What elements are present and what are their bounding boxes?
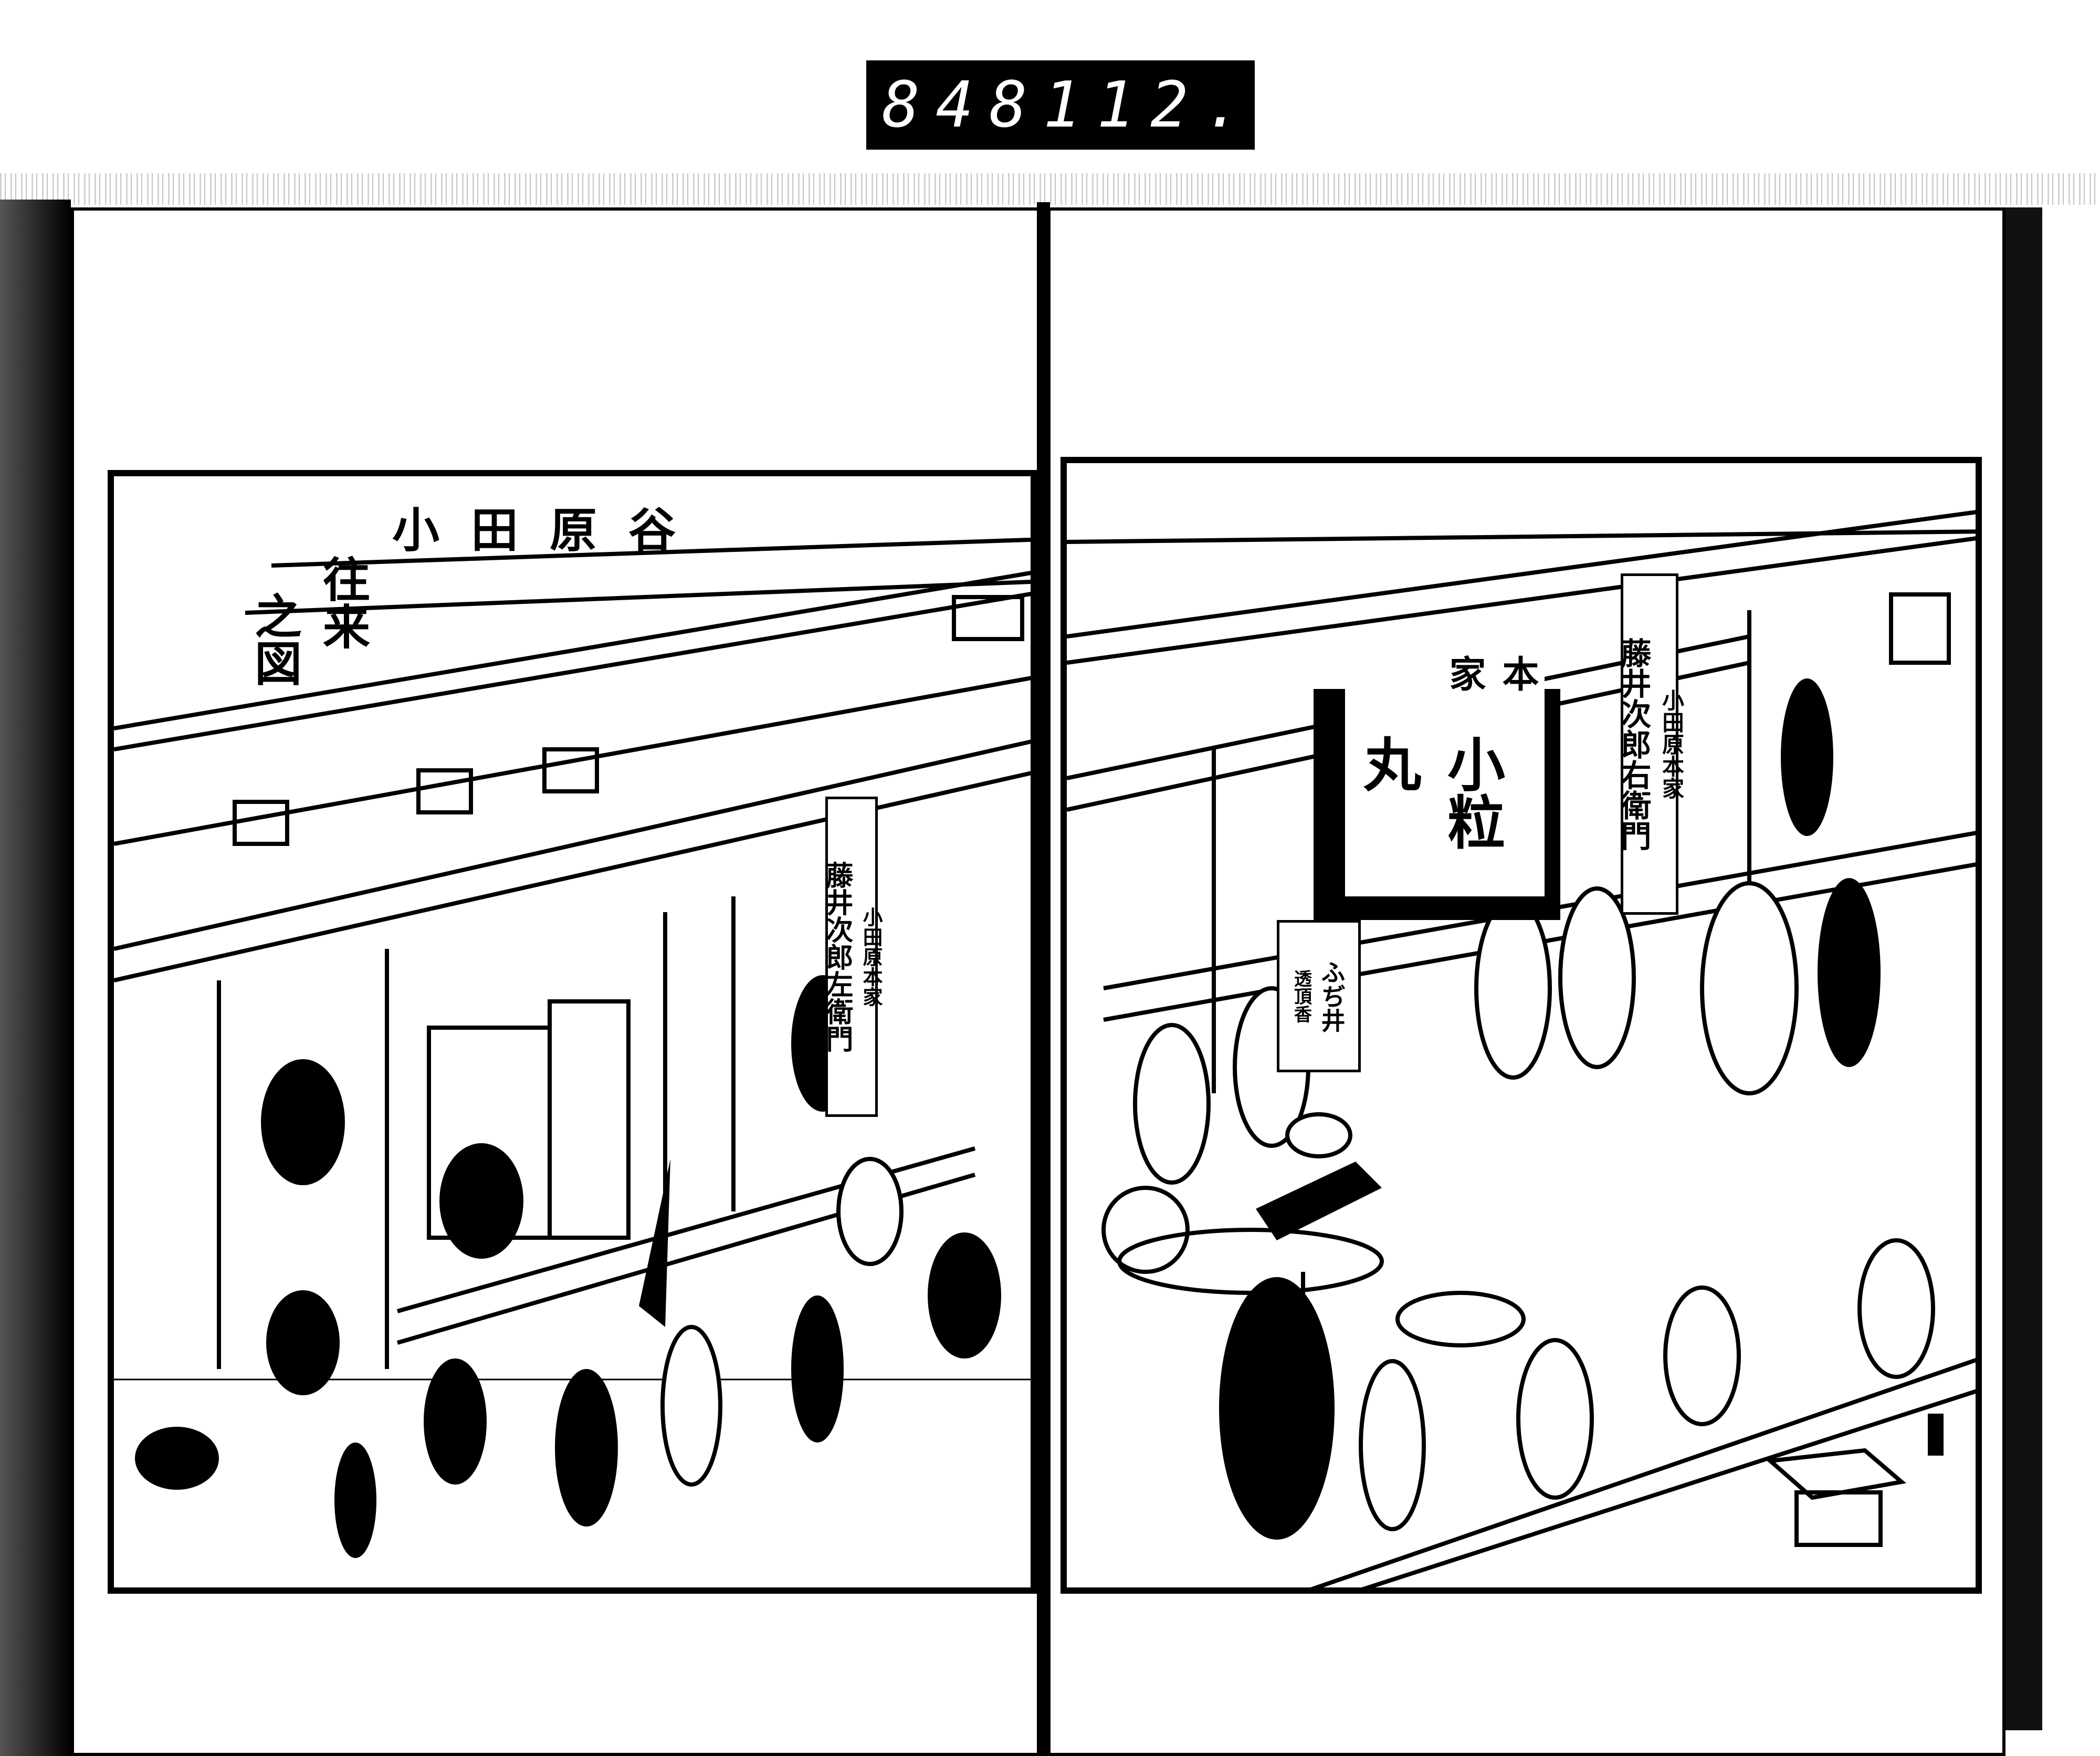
fujii-box-sign: ふぢ井 透頂香 — [1277, 920, 1361, 1072]
box-sign-name: 透頂香 — [1290, 969, 1312, 1023]
sign-header: 小田原本家 — [859, 907, 883, 1007]
archive-number-label: 848 112. — [866, 60, 1255, 150]
banner-name: 小粒丸 — [1353, 735, 1505, 851]
book-spine — [1037, 202, 1050, 1756]
book-left-edge — [0, 200, 71, 1756]
sign-header: 小田原本家 — [1658, 689, 1685, 799]
sign-name: 藤井次郎右衛門 — [1615, 637, 1652, 851]
illustration-subtitle-1: 往来 — [314, 555, 370, 650]
fujii-shop-sign-right: 小田原本家 藤井次郎右衛門 — [1616, 573, 1685, 915]
illustration-title: 小田原谷 — [392, 503, 707, 558]
left-illustration: 小田原谷 往来 之図 小田原本家 藤井次郎左衛門 — [108, 470, 1037, 1594]
archive-left-number: 848 — [882, 68, 1043, 142]
book-right-edge — [2000, 207, 2042, 1730]
banner-header: 本家 — [1443, 655, 1540, 692]
illustration-subtitle-2: 之図 — [246, 592, 302, 686]
scan-noise-strip — [0, 173, 2100, 205]
sign-name: 藤井次郎左衛門 — [821, 861, 853, 1052]
right-scene-drawing — [1067, 510, 1976, 1587]
fujii-shop-sign-left: 小田原本家 藤井次郎左衛門 — [821, 797, 883, 1117]
right-illustration: 本家 小粒丸 小田原本家 藤井次郎右衛門 ふぢ井 透頂香 — [1060, 457, 1982, 1594]
archive-right-number: 112. — [1043, 68, 1258, 142]
left-scene-drawing — [114, 537, 1031, 1558]
box-sign-header: ふぢ井 — [1317, 960, 1346, 1032]
koryugan-banner: 本家 小粒丸 — [1345, 644, 1545, 896]
